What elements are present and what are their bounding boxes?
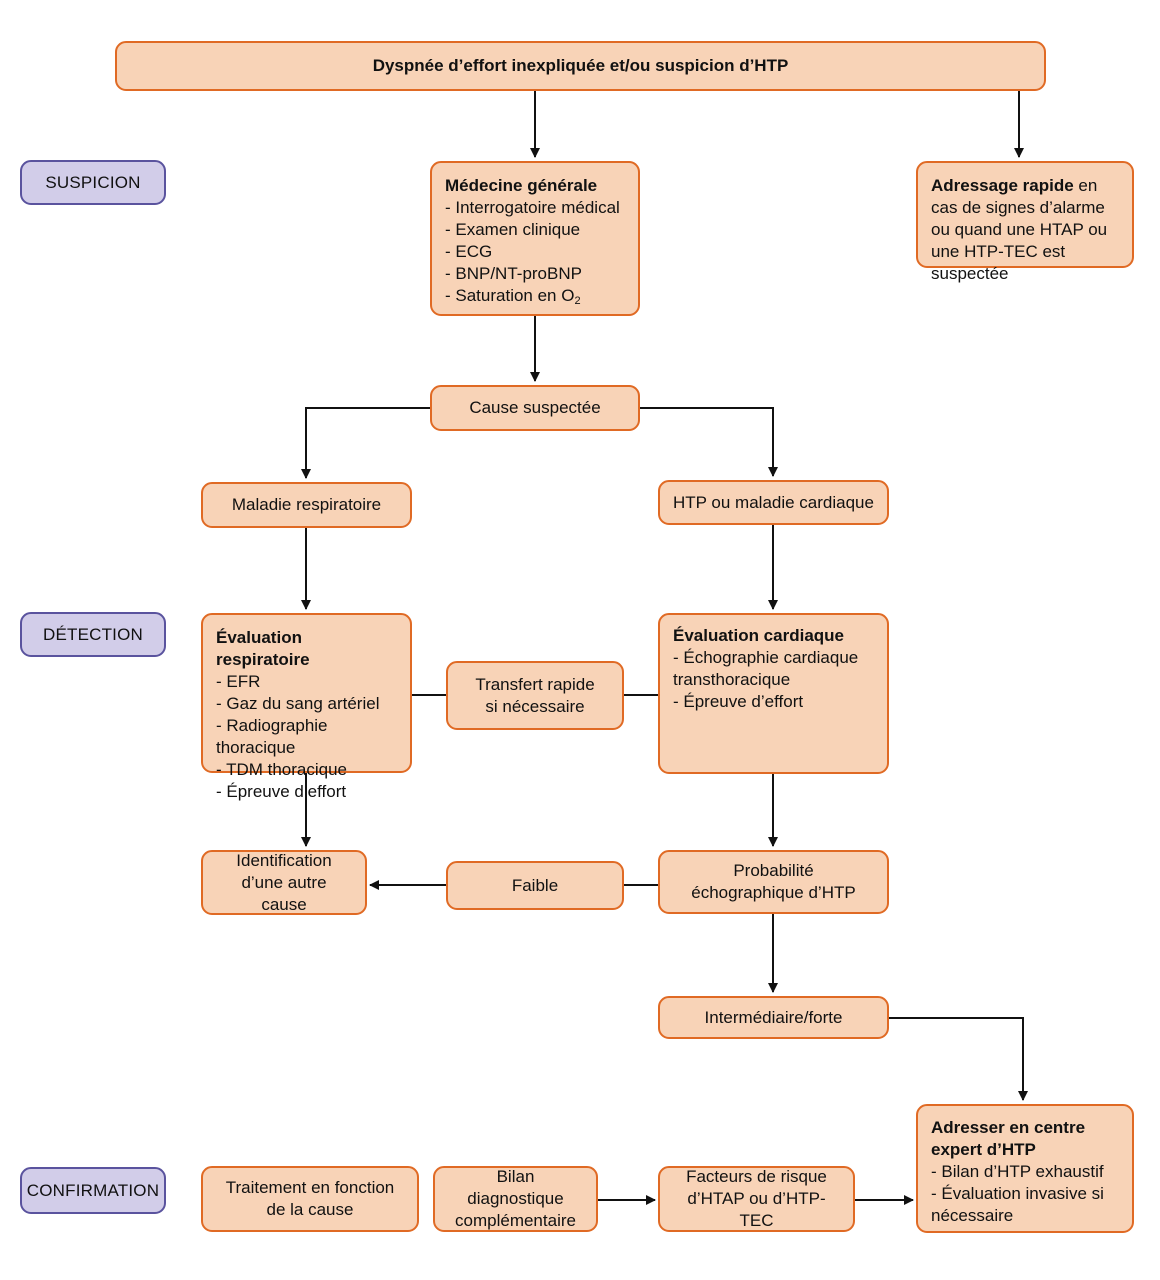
- arrow-intermediate-to-expert: [889, 1017, 1028, 1101]
- treatment-text: Traitement en fonction de la cause: [225, 1178, 395, 1219]
- general-medicine-box: Médecine générale - Interrogatoire médic…: [430, 161, 640, 316]
- treatment-box: Traitement en fonction de la cause: [201, 1166, 419, 1232]
- intermediate-high-text: Intermédiaire/forte: [704, 1007, 843, 1027]
- diagnostic-workup-text: Bilan diagnostique complémentaire: [455, 1167, 576, 1230]
- low-box: Faible: [446, 861, 624, 910]
- respiratory-disease-text: Maladie respiratoire: [231, 495, 382, 514]
- respiratory-eval-item: - Épreuve d’effort: [216, 782, 347, 801]
- intermediate-high-box: Intermédiaire/forte: [658, 996, 889, 1039]
- risk-factors-box: Facteurs de risque d’HTAP ou d’HTP-TEC: [658, 1166, 855, 1232]
- stage-suspicion: SUSPICION: [20, 160, 166, 205]
- stage-confirmation-label: CONFIRMATION: [26, 1180, 160, 1200]
- echo-probability-text: Probabilité échographique d’HTP: [691, 861, 856, 902]
- stage-confirmation: CONFIRMATION: [20, 1167, 166, 1214]
- top-box-text: Dyspnée d’effort inexpliquée et/ou suspi…: [372, 56, 789, 75]
- saturation-subscript: 2: [574, 295, 581, 307]
- saturation-text: - Saturation en O: [445, 286, 575, 305]
- stage-suspicion-label: SUSPICION: [45, 172, 141, 192]
- general-medicine-item: - BNP/NT-proBNP: [445, 264, 582, 283]
- suspected-cause-box: Cause suspectée: [430, 385, 640, 431]
- stage-detection: DÉTECTION: [20, 612, 166, 657]
- general-medicine-item: - Interrogatoire médical: [445, 198, 620, 217]
- expert-center-title: Adresser en centre expert d’HTP: [931, 1118, 1086, 1159]
- diagnostic-workup-box: Bilan diagnostique complémentaire: [433, 1166, 598, 1232]
- cardiac-disease-box: HTP ou maladie cardiaque: [658, 480, 889, 525]
- expert-center-item: - Bilan d’HTP exhaustif: [931, 1162, 1104, 1181]
- cardiac-eval-title: Évaluation cardiaque: [673, 626, 844, 645]
- general-medicine-saturation: - Saturation en O2: [445, 285, 626, 312]
- respiratory-disease-box: Maladie respiratoire: [201, 482, 412, 528]
- suspected-cause-text: Cause suspectée: [469, 398, 601, 417]
- expert-center-box: Adresser en centre expert d’HTP - Bilan …: [916, 1104, 1134, 1233]
- general-medicine-item: - Examen clinique: [445, 220, 581, 239]
- cardiac-eval-item: - Épreuve d’effort: [673, 692, 804, 711]
- other-cause-box: Identification d’une autre cause: [201, 850, 367, 915]
- other-cause-text: Identification d’une autre cause: [236, 850, 332, 914]
- respiratory-eval-title: Évaluation respiratoire: [216, 628, 310, 669]
- risk-factors-text: Facteurs de risque d’HTAP ou d’HTP-TEC: [686, 1167, 827, 1230]
- respiratory-eval-item: - TDM thoracique: [216, 760, 348, 779]
- general-medicine-title: Médecine générale: [445, 176, 598, 195]
- general-medicine-item: - ECG: [445, 242, 493, 261]
- rapid-transfer-box: Transfert rapide si nécessaire: [446, 661, 624, 730]
- rapid-referral-text: en cas de signes d’alarme ou quand une H…: [931, 176, 1108, 283]
- echo-probability-box: Probabilité échographique d’HTP: [658, 850, 889, 914]
- respiratory-eval-box: Évaluation respiratoire - EFR - Gaz du s…: [201, 613, 412, 801]
- arrow-cause-to-respiratory: [301, 407, 430, 479]
- respiratory-eval-item: - EFR: [216, 672, 261, 691]
- cardiac-disease-text: HTP ou maladie cardiaque: [673, 492, 874, 512]
- rapid-referral-box: Adressage rapide en cas de signes d’alar…: [916, 161, 1134, 283]
- respiratory-eval-item: - Gaz du sang artériel: [216, 694, 380, 713]
- rapid-referral-title: Adressage rapide: [931, 176, 1074, 195]
- arrow-cause-to-cardiac: [640, 407, 778, 477]
- expert-center-item: - Évaluation invasive si nécessaire: [931, 1184, 1104, 1225]
- cardiac-eval-item: - Échographie cardiaque transthoracique: [673, 648, 859, 689]
- low-text: Faible: [511, 875, 559, 895]
- cardiac-eval-box: Évaluation cardiaque - Échographie cardi…: [658, 613, 889, 774]
- stage-detection-label: DÉTECTION: [42, 624, 144, 644]
- respiratory-eval-item: - Radiographie thoracique: [216, 716, 328, 757]
- top-box: Dyspnée d’effort inexpliquée et/ou suspi…: [115, 41, 1046, 91]
- rapid-transfer-text: Transfert rapide si nécessaire: [475, 674, 595, 716]
